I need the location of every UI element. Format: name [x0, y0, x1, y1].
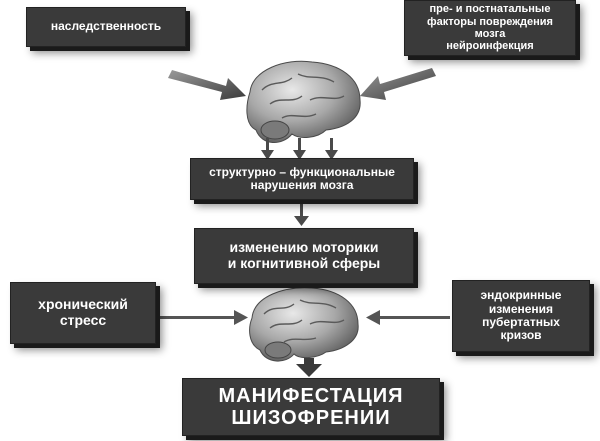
node-structural-disorders: структурно – функциональные нарушения мо… — [190, 158, 414, 200]
node-motor-cognitive-changes-label: изменению моторики и когнитивной сферы — [227, 239, 381, 271]
node-heredity: наследственность — [26, 7, 186, 47]
node-manifestation: МАНИФЕСТАЦИЯ ШИЗОФРЕНИИ — [182, 378, 440, 436]
arrow-factors-to-brain — [360, 68, 436, 100]
node-heredity-label: наследственность — [50, 19, 162, 34]
node-manifestation-label: МАНИФЕСТАЦИЯ ШИЗОФРЕНИИ — [218, 384, 404, 429]
node-endocrine-changes: эндокринные изменения пубертатных кризов — [452, 280, 590, 352]
arrow-brain-to-manifestation — [296, 358, 322, 377]
brain-icon-bottom — [249, 287, 359, 362]
arrow-stress-to-brain — [158, 310, 248, 325]
node-chronic-stress-label: хронический стресс — [38, 296, 128, 328]
arrows-brain-to-structural — [261, 138, 338, 160]
brain-icon-top — [246, 60, 361, 143]
node-structural-disorders-label: структурно – функциональные нарушения мо… — [209, 164, 395, 192]
arrow-heredity-to-brain — [168, 70, 246, 100]
node-motor-cognitive-changes: изменению моторики и когнитивной сферы — [194, 228, 414, 284]
arrow-endocrine-to-brain — [366, 310, 450, 325]
node-chronic-stress: хронический стресс — [10, 282, 156, 344]
node-endocrine-changes-label: эндокринные изменения пубертатных кризов — [480, 288, 562, 343]
arrow-structural-to-motor — [294, 204, 309, 226]
node-damage-factors: пре- и постнатальные факторы повреждения… — [404, 0, 576, 56]
node-damage-factors-label: пре- и постнатальные факторы повреждения… — [427, 3, 553, 53]
